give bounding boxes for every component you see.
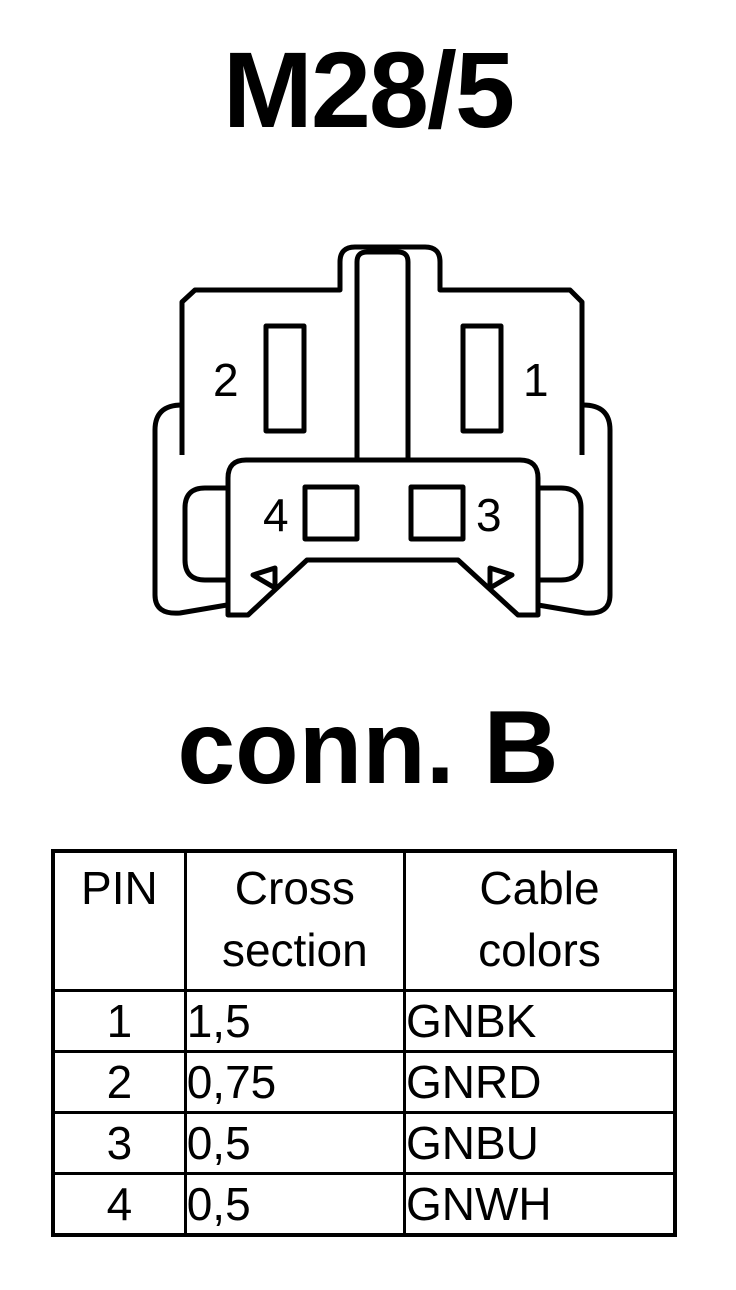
table-header-row: PIN Cross section Cable colors (51, 849, 677, 992)
cell-cross-section: 1,5 (183, 989, 406, 1053)
pin-label-1: 1 (523, 354, 549, 406)
connector-drawing: 2 1 4 3 (152, 244, 613, 618)
connector-lower-housing (225, 457, 541, 618)
pin-label-3: 3 (476, 489, 502, 541)
cell-cable-color: GNBK (402, 989, 677, 1053)
connector-latch (354, 249, 411, 460)
connector-body (179, 244, 585, 455)
pin-slot-1 (460, 323, 504, 434)
pin-label-2: 2 (213, 354, 239, 406)
connector-title: M28/5 (222, 29, 515, 150)
table-row: 3 0,5 GNBU (51, 1111, 677, 1175)
header-cable-colors: Cable colors (402, 849, 677, 992)
cell-cable-color: GNBU (402, 1111, 677, 1175)
cell-cross-section: 0,75 (183, 1050, 406, 1114)
table-row: 1 1,5 GNBK (51, 989, 677, 1053)
table-row: 4 0,5 GNWH (51, 1172, 677, 1237)
connector-left-wall (152, 402, 228, 616)
header-pin: PIN (51, 849, 187, 992)
connector-left-bump (182, 485, 228, 583)
cell-cross-section: 0,5 (183, 1111, 406, 1175)
pin-table: PIN Cross section Cable colors 1 1,5 GNB… (51, 849, 677, 1237)
header-cross-section: Cross section (183, 849, 406, 992)
table-row: 2 0,75 GNRD (51, 1050, 677, 1114)
cell-pin: 3 (51, 1111, 187, 1175)
connector-name: conn. B (177, 690, 559, 806)
cell-cable-color: GNWH (402, 1172, 677, 1237)
cell-pin: 4 (51, 1172, 187, 1237)
pin-slot-4 (302, 484, 360, 542)
left-latch-triangle (250, 565, 278, 591)
pin-slot-3 (408, 484, 466, 542)
connector-right-bump (538, 485, 584, 583)
pin-label-4: 4 (263, 489, 289, 541)
cell-pin: 1 (51, 989, 187, 1053)
cell-cross-section: 0,5 (183, 1172, 406, 1237)
cell-pin: 2 (51, 1050, 187, 1114)
connector-right-wall (537, 402, 613, 616)
right-latch-triangle (487, 565, 515, 591)
cell-cable-color: GNRD (402, 1050, 677, 1114)
pin-slot-2 (263, 323, 307, 434)
